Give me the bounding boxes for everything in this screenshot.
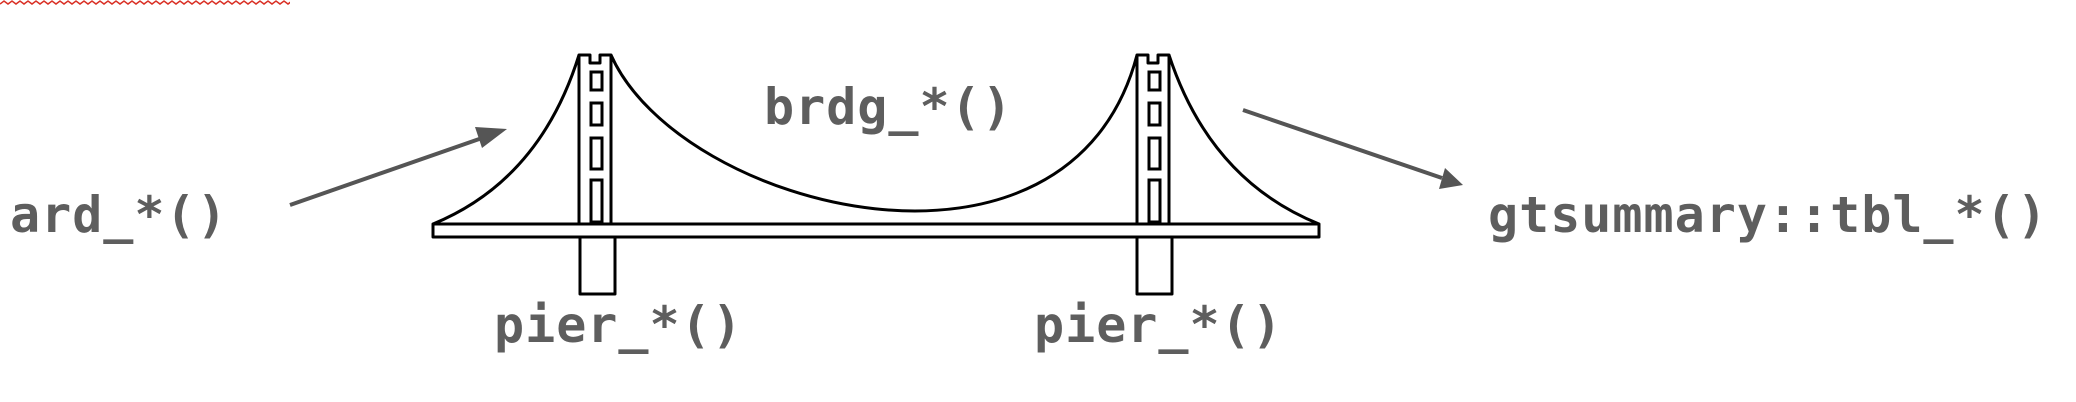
output-function-label: gtsummary::tbl_*()	[1488, 186, 2048, 244]
input-arrowhead	[475, 127, 507, 148]
tower-window	[1147, 178, 1162, 224]
tower-window	[1147, 101, 1162, 127]
tower-window	[1147, 70, 1162, 92]
tower-window	[589, 136, 604, 171]
output-arrowhead	[1439, 168, 1463, 189]
bridge-deck	[431, 222, 1321, 239]
left-pier	[578, 235, 617, 296]
input-function-label: ard_*()	[10, 186, 228, 244]
right-pier-function-label: pier_*()	[1034, 296, 1283, 354]
right-pier	[1135, 235, 1174, 296]
right-cable	[1167, 54, 1320, 226]
tower-window	[589, 101, 604, 127]
tower-window	[589, 70, 604, 92]
main-cable	[609, 54, 1139, 213]
tower-window	[589, 178, 604, 224]
input-arrow-shaft	[289, 135, 486, 207]
left-pier-function-label: pier_*()	[494, 296, 743, 354]
output-arrow-shaft	[1242, 108, 1443, 180]
tower-window	[1147, 136, 1162, 171]
left-cable	[432, 54, 581, 226]
bridge-function-label: brdg_*()	[764, 78, 1013, 136]
spellcheck-underline	[0, 0, 290, 5]
